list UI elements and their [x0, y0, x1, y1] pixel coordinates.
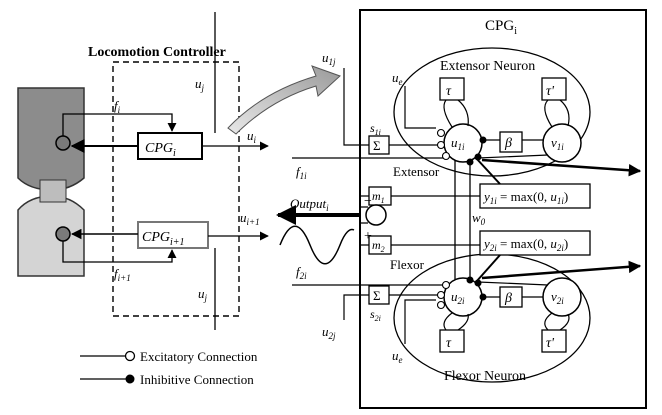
- cpg-detail-frame: [359, 9, 647, 409]
- locomotion-controller-box: [112, 61, 240, 317]
- y2i-text: y2i = max(0, u2i): [482, 236, 568, 253]
- ue-top-label: ue: [392, 70, 403, 87]
- legend: Excitatory Connection Inhibitive Connect…: [80, 349, 258, 387]
- extensor-neuron-label: Extensor Neuron: [440, 59, 535, 74]
- tau-top-box: [439, 77, 465, 101]
- legend-inhibitive: Inhibitive Connection: [140, 372, 254, 387]
- y2i-box: [479, 230, 591, 256]
- m2-label: m2: [372, 238, 385, 254]
- joint-top: [55, 135, 71, 151]
- ui1-out-label: ui+1: [240, 210, 260, 227]
- tau-bottom-box: [439, 329, 465, 353]
- output-summing-junction: [365, 204, 387, 226]
- s2i-label: s2i: [370, 307, 381, 323]
- output-label: Outputi: [290, 196, 329, 213]
- fi1-label: fi+1: [114, 266, 131, 283]
- plus-sign: +: [364, 229, 372, 244]
- extensor-side-label: Extensor: [393, 164, 440, 179]
- u1i-label: u1i: [451, 135, 465, 152]
- uj-bottom-label: uj: [198, 286, 208, 303]
- extensor-output-arrow: [481, 158, 642, 177]
- beta-top-box: [499, 131, 523, 153]
- v1i-label: v1i: [551, 135, 564, 152]
- flexor-neuron-label: Flexor Neuron: [444, 369, 526, 384]
- w0-label: w0: [472, 210, 486, 227]
- beta-top-text: β: [504, 136, 512, 151]
- feedback-fi: [62, 113, 177, 136]
- sine-wave: [279, 225, 355, 265]
- u1j-wire: [343, 68, 369, 146]
- robot-body: [17, 87, 85, 277]
- tau-bottom-text: τ: [446, 336, 452, 351]
- ue-top-wire: [404, 86, 436, 129]
- tau-top-text: τ: [446, 84, 452, 99]
- cpg-i1-label: CPGi+1: [142, 230, 185, 248]
- feedback-fi1: [62, 241, 177, 263]
- locomotion-controller-title: Locomotion Controller: [88, 45, 226, 60]
- v2i-label: v2i: [551, 289, 564, 306]
- tau-prime-bottom-box: [541, 329, 567, 353]
- tau-prime-top-text: τ': [546, 84, 555, 99]
- legend-excitatory: Excitatory Connection: [140, 349, 258, 364]
- u2j-wire: [343, 294, 369, 320]
- cpg-detail-title: CPGi: [485, 18, 517, 37]
- y1i-box: [479, 183, 591, 209]
- s1i-label: s1i: [370, 121, 381, 137]
- tau-prime-top-box: [541, 77, 567, 101]
- f1i-label: f1i: [296, 164, 307, 181]
- fi-label: fi: [114, 98, 121, 115]
- u2i-label: u2i: [451, 289, 465, 306]
- ue-bottom-wire: [404, 299, 436, 344]
- cpg-i-label: CPGi: [145, 141, 176, 159]
- v1i-neuron: [542, 123, 582, 163]
- ue-bottom-label: ue: [392, 348, 403, 365]
- uj-top-label: uj: [195, 76, 205, 93]
- u1j-label: u1j: [322, 50, 336, 67]
- sigma-top-text: Σ: [373, 138, 381, 153]
- m1-label: m1: [372, 189, 385, 205]
- tau-prime-bottom-text: τ': [546, 336, 555, 351]
- zoom-arrow: [227, 65, 341, 135]
- lower-segment: [17, 195, 85, 277]
- beta-bottom-text: β: [504, 291, 512, 306]
- flexor-output-arrow: [481, 260, 642, 280]
- u2j-label: u2j: [322, 324, 336, 341]
- y1i-text: y1i = max(0, u1i): [482, 189, 568, 206]
- minus-sign: −: [364, 194, 372, 209]
- upper-segment: [17, 87, 85, 191]
- f2i-label: f2i: [296, 264, 307, 281]
- flexor-side-label: Flexor: [390, 257, 425, 272]
- sigma-bottom-text: Σ: [373, 288, 381, 303]
- joint-bottom: [55, 226, 71, 242]
- cpg-i1-box: [137, 221, 209, 249]
- ui-out-label: ui: [247, 128, 257, 145]
